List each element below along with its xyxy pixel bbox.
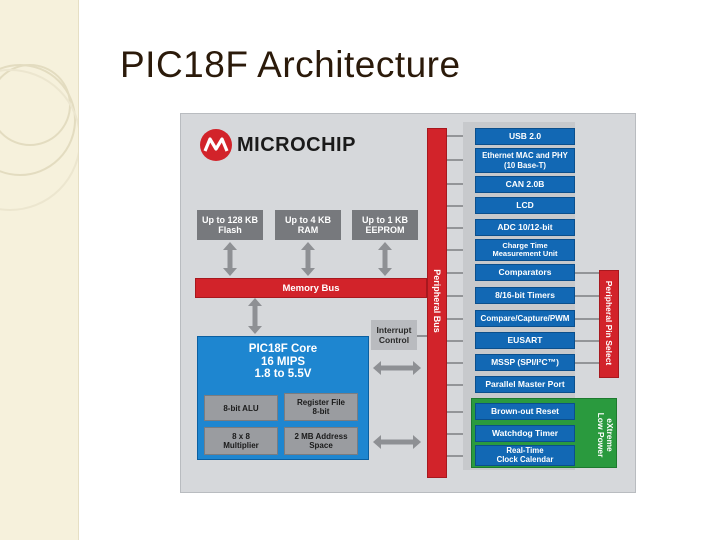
peripheral-pin-select — [599, 270, 619, 378]
ram-memory-box: Up to 4 KB RAM — [275, 210, 341, 240]
microchip-logo: MICROCHIP — [199, 128, 356, 162]
decorative-sidebar — [0, 0, 79, 540]
multiplier-box: 8 x 8 Multiplier — [204, 427, 278, 455]
peripheral-usb: USB 2.0 — [475, 128, 575, 145]
peripheral-timers: 8/16-bit Timers — [475, 287, 575, 304]
peripheral-rtcc: Real-Time Clock Calendar — [475, 445, 575, 466]
architecture-diagram: MICROCHIP Up to 128 KB Flash Up to 4 KB … — [180, 113, 636, 493]
peripheral-bus — [427, 128, 447, 478]
peripheral-bor: Brown-out Reset — [475, 403, 575, 420]
peripheral-can: CAN 2.0B — [475, 176, 575, 193]
peripheral-bus-label: Peripheral Bus — [432, 269, 442, 333]
peripheral-mssp: MSSP (SPI/I²C™) — [475, 354, 575, 371]
peripheral-lcd: LCD — [475, 197, 575, 214]
memory-bus-label: Memory Bus — [282, 283, 340, 294]
peripheral-adc: ADC 10/12-bit — [475, 219, 575, 236]
peripheral-comparators: Comparators — [475, 264, 575, 281]
logo-text: MICROCHIP — [237, 133, 356, 156]
peripheral-ethernet: Ethernet MAC and PHY (10 Base-T) — [475, 148, 575, 173]
eeprom-memory-box: Up to 1 KB EEPROM — [352, 210, 418, 240]
peripheral-ccp: Compare/Capture/PWM — [475, 310, 575, 327]
pic18f-core: PIC18F Core 16 MIPS 1.8 to 5.5V 8-bit AL… — [197, 336, 369, 460]
core-title: PIC18F Core 16 MIPS 1.8 to 5.5V — [248, 343, 318, 380]
address-space-box: 2 MB Address Space — [284, 427, 358, 455]
peripheral-eusart: EUSART — [475, 332, 575, 349]
peripheral-pmp: Parallel Master Port — [475, 376, 575, 393]
decorative-circles — [0, 64, 78, 211]
memory-bus: Memory Bus — [195, 278, 427, 298]
peripheral-pin-select-label: Peripheral Pin Select — [604, 280, 614, 366]
flash-memory-box: Up to 128 KB Flash — [197, 210, 263, 240]
peripheral-wdt: Watchdog Timer — [475, 425, 575, 442]
microchip-logo-icon — [200, 129, 232, 161]
xlp-label: eXtreme Low Power — [596, 412, 615, 458]
interrupt-control-box: Interrupt Control — [371, 320, 417, 350]
peripheral-ctmu: Charge Time Measurement Unit — [475, 239, 575, 261]
alu-box: 8-bit ALU — [204, 395, 278, 421]
register-file-box: Register File 8-bit — [284, 393, 358, 421]
page-title: PIC18F Architecture — [120, 44, 461, 85]
